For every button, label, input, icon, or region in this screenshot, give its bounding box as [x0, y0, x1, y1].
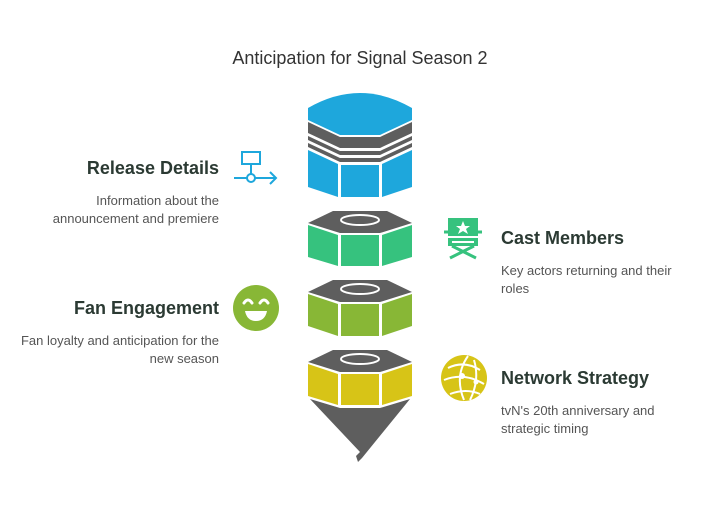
gray-cone-tip	[310, 399, 410, 462]
director-chair-icon	[444, 218, 482, 260]
diagram-title: Anticipation for Signal Season 2	[232, 48, 488, 68]
fan-engagement-description: Fan loyalty and anticipation for the new…	[20, 333, 219, 366]
yellow-body-left	[308, 364, 338, 405]
lime-nut-hole	[340, 283, 380, 295]
cast-members-description: Key actors returning and their roles	[501, 263, 672, 296]
fan-engagement-segment	[308, 280, 412, 336]
lime-body-right	[382, 294, 412, 336]
fan-engagement-title: Fan Engagement	[73, 298, 219, 318]
yellow-body-right	[382, 364, 412, 405]
network-strategy-title: Network Strategy	[501, 368, 650, 388]
release-details-title: Release Details	[86, 158, 219, 178]
blue-cap-top	[308, 93, 412, 135]
blue-body-left	[308, 150, 338, 197]
green-body-left	[308, 225, 338, 266]
blue-body-right	[382, 150, 412, 197]
green-body-right	[382, 225, 412, 266]
green-nut-hole	[340, 214, 380, 226]
green-body-front	[341, 235, 379, 266]
cast-members-segment	[308, 211, 412, 266]
smiley-face-icon	[233, 285, 279, 331]
yellow-nut-hole	[340, 353, 380, 365]
network-strategy-description: tvN's 20th anniversary and strategic tim…	[501, 403, 655, 436]
lime-body-left	[308, 294, 338, 336]
lime-nut-top	[308, 280, 412, 302]
blue-body-front	[341, 165, 379, 197]
flowchart-arrow-icon	[234, 151, 278, 185]
lime-body-front	[341, 304, 379, 336]
green-nut-top	[308, 211, 412, 233]
yellow-body-front	[341, 374, 379, 405]
gray-band-3	[308, 143, 412, 162]
yellow-nut-top	[308, 350, 412, 372]
network-strategy-segment	[308, 350, 412, 462]
cast-members-title: Cast Members	[501, 228, 625, 248]
globe-network-icon	[441, 355, 487, 401]
release-details-description: Information about the announcement and p…	[52, 193, 219, 226]
release-details-segment	[308, 93, 412, 197]
gray-band-1	[308, 122, 412, 148]
gray-band-2	[308, 136, 412, 155]
